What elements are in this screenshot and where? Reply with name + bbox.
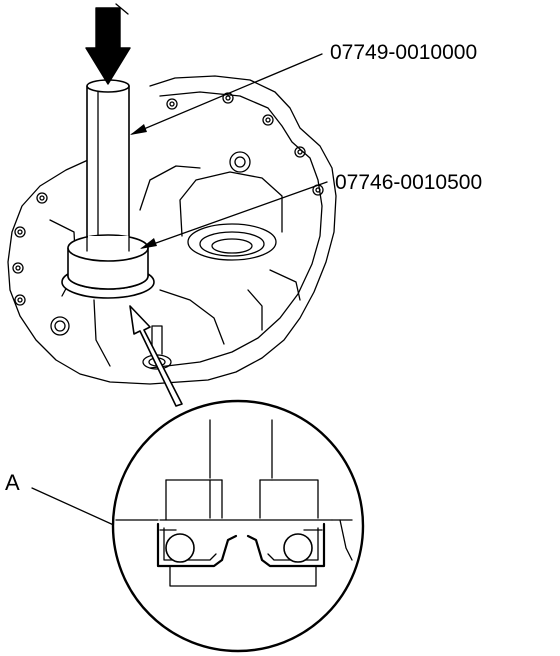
- callout-label-a: A: [5, 470, 20, 495]
- driver-tool: [86, 79, 130, 253]
- attachment-tool: [61, 234, 155, 299]
- driver-tool-part-number: 07749-0010000: [330, 41, 478, 64]
- detail-pointer-arrow: [129, 305, 183, 407]
- transmission-housing: [7, 75, 337, 385]
- attachment-tool-part-number: 07746-0010500: [335, 171, 483, 194]
- press-direction-arrow: [85, 3, 131, 85]
- detail-view-circle: [111, 399, 365, 653]
